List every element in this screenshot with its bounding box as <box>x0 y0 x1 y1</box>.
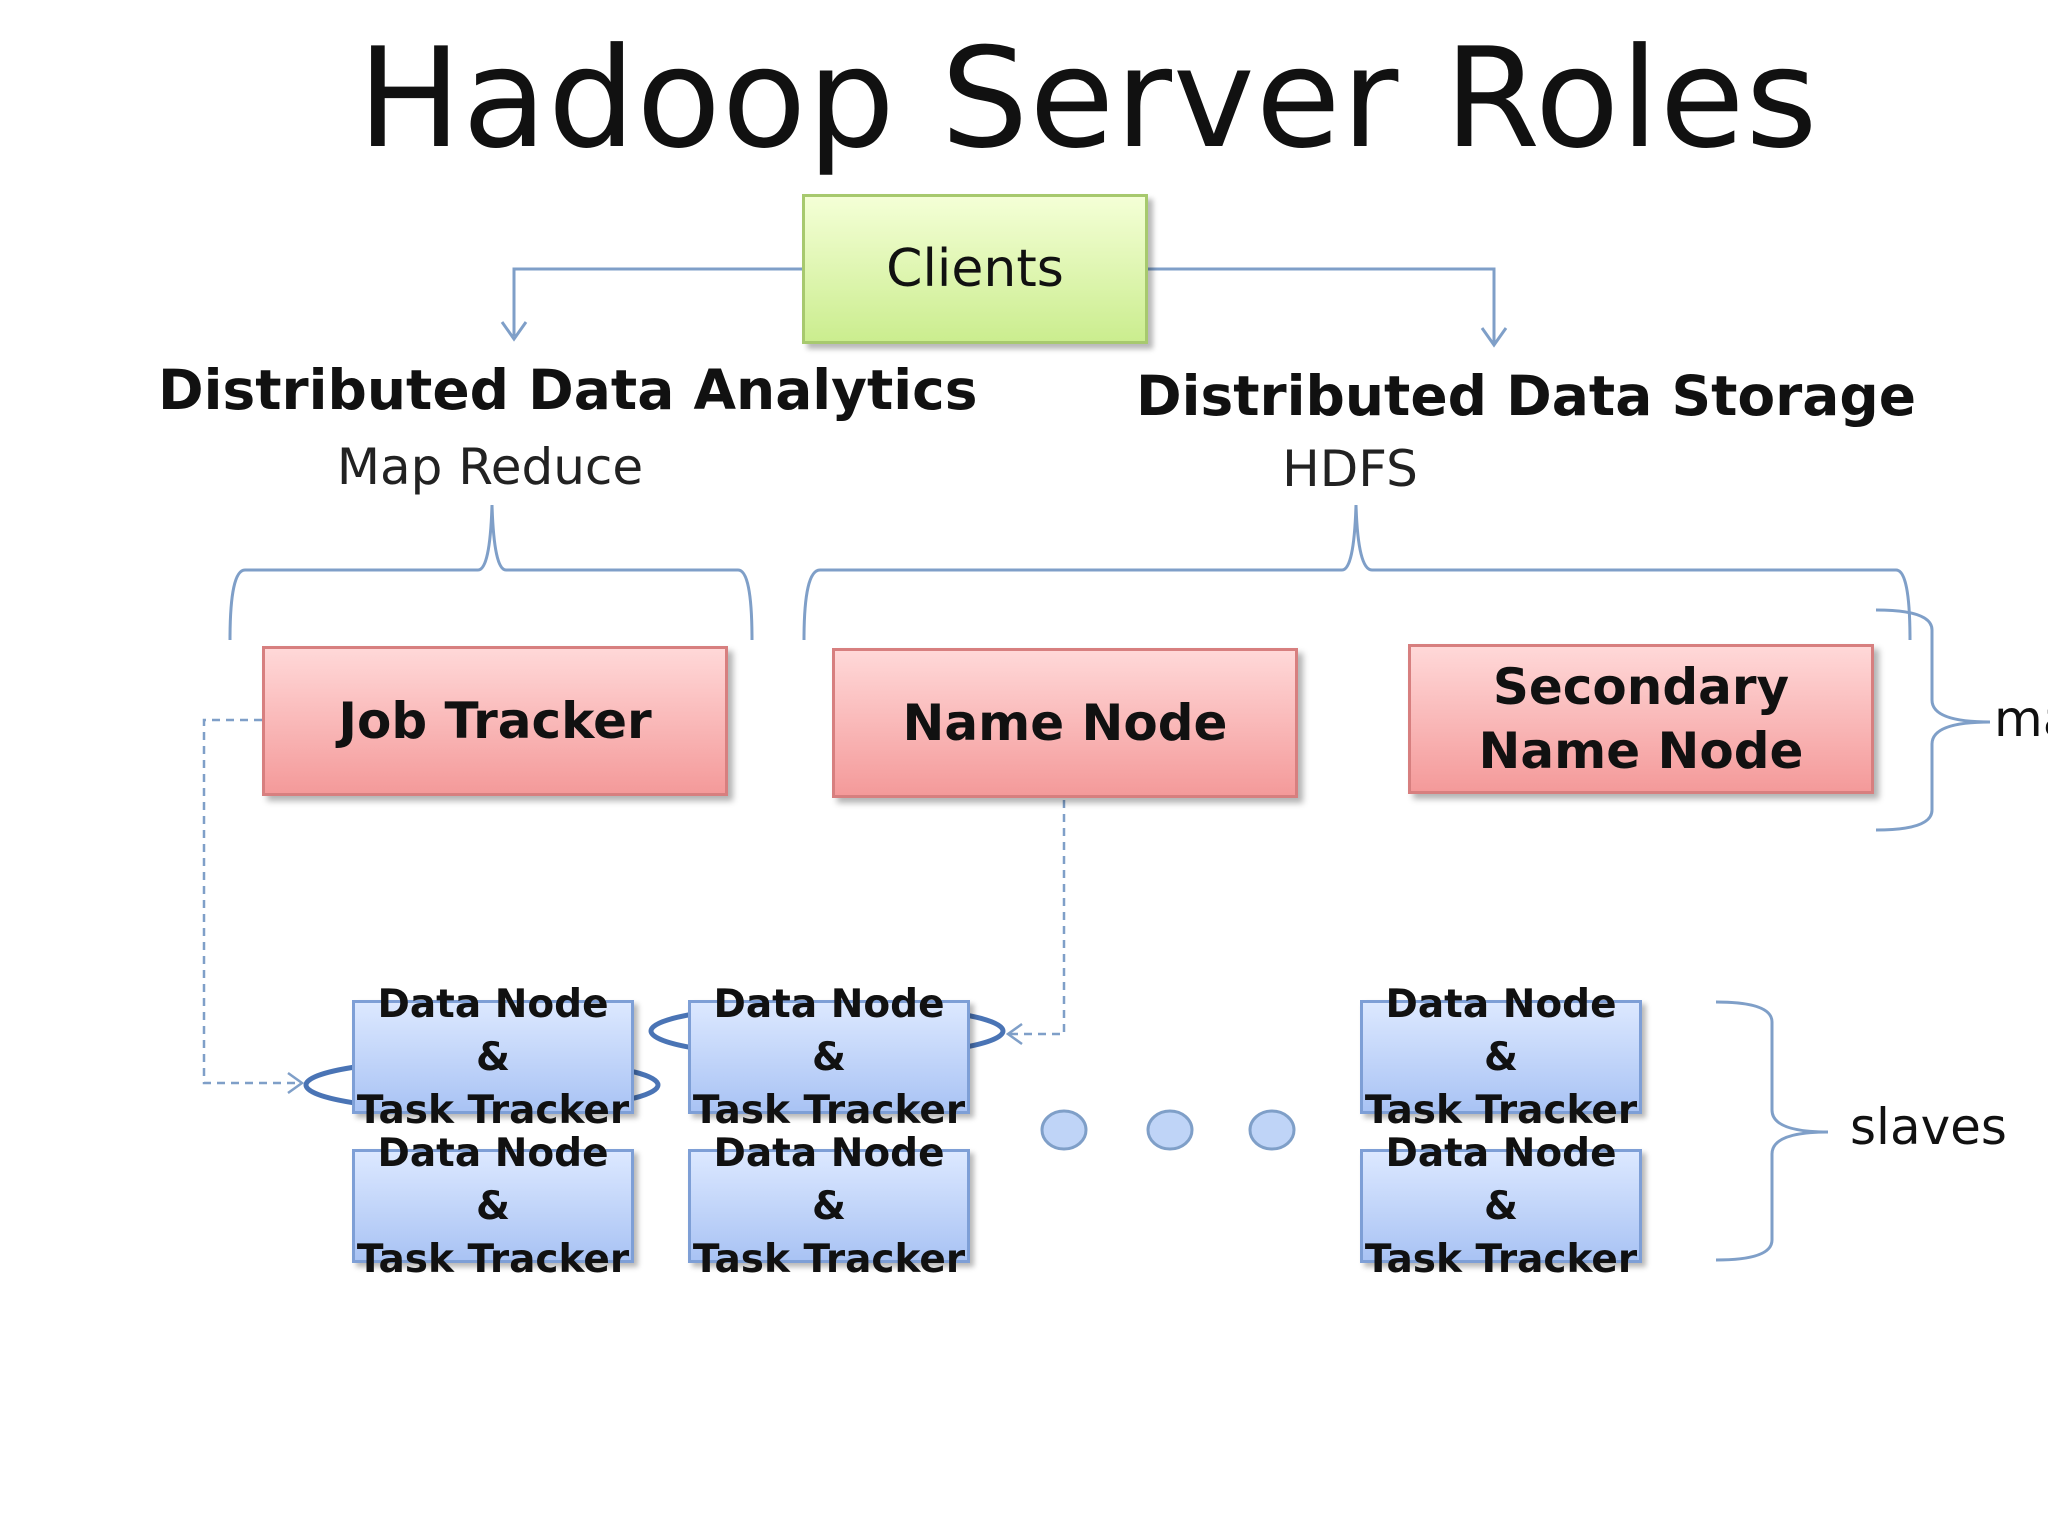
storage-subheading: HDFS <box>1282 440 1418 498</box>
slave-node-line2: Task Tracker <box>356 1087 630 1133</box>
slave-node-line2: Task Tracker <box>692 1087 966 1133</box>
slave-node-line2: Task Tracker <box>1364 1087 1638 1133</box>
slave-node-line2: Task Tracker <box>692 1236 966 1282</box>
slave-node-line1: Data Node & <box>713 981 945 1080</box>
name-node-box: Name Node <box>832 648 1298 798</box>
masters-group-label: ma <box>1994 690 2048 748</box>
masters-bracket <box>1875 608 1991 832</box>
slaves-group-label: slaves <box>1850 1098 2007 1156</box>
job-tracker-connector <box>202 718 300 1085</box>
clients-label: Clients <box>886 239 1064 299</box>
ellipsis-dots <box>1040 1109 1296 1151</box>
slave-node: Data Node & Task Tracker <box>688 1131 970 1282</box>
client-connectors <box>500 267 1508 348</box>
storage-heading: Distributed Data Storage <box>1136 364 1917 428</box>
secondary-name-node-box: Secondary Name Node <box>1408 644 1874 794</box>
slave-node-line1: Data Node & <box>1385 981 1617 1080</box>
slave-node: Data Node & Task Tracker <box>688 982 970 1133</box>
slave-node-line2: Task Tracker <box>1364 1236 1638 1282</box>
secondary-name-node-label-line2: Name Node <box>1478 722 1804 780</box>
slaves-bracket <box>1715 1000 1829 1262</box>
hdfs-brace <box>802 504 1912 641</box>
slave-node: Data Node & Task Tracker <box>352 982 634 1133</box>
analytics-heading: Distributed Data Analytics <box>158 358 978 422</box>
secondary-name-node-label-line1: Secondary <box>1492 658 1790 716</box>
diagram-title: Hadoop Server Roles <box>357 18 1819 179</box>
job-tracker-box: Job Tracker <box>262 646 728 796</box>
name-node-connector <box>1010 800 1066 1036</box>
slave-node-line2: Task Tracker <box>356 1236 630 1282</box>
clients-box: Clients <box>802 194 1148 344</box>
slave-node-line1: Data Node & <box>713 1130 945 1229</box>
slave-node: Data Node & Task Tracker <box>1360 982 1642 1133</box>
slave-node: Data Node & Task Tracker <box>1360 1131 1642 1282</box>
map-reduce-brace <box>228 504 754 641</box>
slave-node-line1: Data Node & <box>377 981 609 1080</box>
job-tracker-label: Job Tracker <box>338 692 652 750</box>
slave-node-line1: Data Node & <box>377 1130 609 1229</box>
name-node-label: Name Node <box>902 694 1228 752</box>
slave-node: Data Node & Task Tracker <box>352 1131 634 1282</box>
analytics-subheading: Map Reduce <box>336 438 644 496</box>
slave-node-line1: Data Node & <box>1385 1130 1617 1229</box>
